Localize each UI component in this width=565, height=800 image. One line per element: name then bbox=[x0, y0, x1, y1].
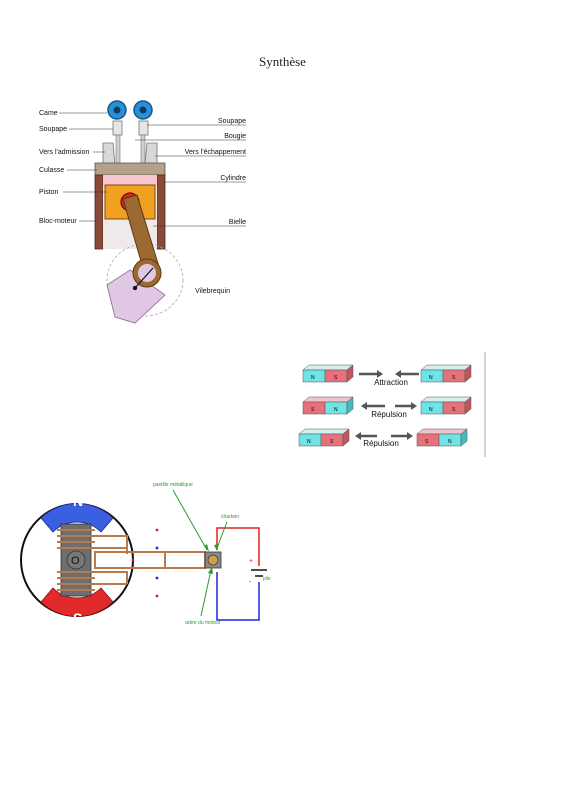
svg-text:S: S bbox=[311, 407, 315, 413]
arrow-left-icon bbox=[395, 370, 419, 378]
svg-text:N: N bbox=[429, 375, 433, 381]
magnet-left: S N bbox=[302, 396, 354, 415]
label-piston: Piston bbox=[39, 189, 59, 196]
label-plus: + bbox=[249, 558, 253, 565]
crankshaft bbox=[106, 269, 166, 324]
label-center: O bbox=[71, 555, 80, 567]
svg-text:N: N bbox=[448, 439, 452, 445]
label-bloc: Bloc-moteur bbox=[39, 218, 77, 225]
svg-text:S: S bbox=[425, 439, 429, 445]
svg-text:N: N bbox=[307, 439, 311, 445]
magnet-row-repulsion-1: S N Répulsion N S bbox=[302, 396, 472, 419]
arrow-left-icon bbox=[361, 402, 385, 410]
arrow-right-icon bbox=[359, 370, 383, 378]
label-attraction: Attraction bbox=[374, 378, 408, 387]
arrow-right-icon bbox=[395, 402, 417, 410]
label-pastille: pastille métallique bbox=[153, 482, 193, 488]
label-north: N bbox=[73, 493, 83, 509]
label-charbon: charbon bbox=[221, 514, 239, 520]
label-cylindre: Cylindre bbox=[220, 175, 246, 182]
svg-text:S: S bbox=[330, 439, 334, 445]
svg-text:S: S bbox=[452, 375, 456, 381]
coil-windings bbox=[57, 529, 95, 591]
svg-text:N: N bbox=[311, 375, 315, 381]
label-soupape-right: Soupape bbox=[218, 118, 246, 125]
label-arbre: arbre du moteur bbox=[185, 620, 221, 626]
label-south: S bbox=[73, 610, 82, 626]
svg-text:S: S bbox=[452, 407, 456, 413]
magnet-right: N S bbox=[420, 364, 472, 383]
label-culasse: Culasse bbox=[39, 167, 64, 174]
motor-diagram: N S O + - pile pastille métall bbox=[20, 482, 271, 626]
svg-text:N: N bbox=[429, 407, 433, 413]
cylinder-head bbox=[94, 162, 166, 176]
label-repulsion-1: Répulsion bbox=[371, 410, 407, 419]
engine-diagram: Came Soupape Vers l'admission Culasse Pi… bbox=[39, 100, 246, 324]
label-bielle: Bielle bbox=[229, 219, 246, 226]
magnet-right: N S bbox=[420, 396, 472, 415]
label-bougie: Bougie bbox=[224, 133, 246, 140]
label-came: Came bbox=[39, 110, 58, 117]
magnet-right: S N bbox=[416, 428, 468, 447]
label-echappement: Vers l'échappement bbox=[185, 149, 246, 156]
label-repulsion-2: Répulsion bbox=[363, 439, 399, 448]
page-title: Synthèse bbox=[259, 54, 306, 69]
magnet-left: N S bbox=[298, 428, 350, 447]
arrow-right-icon bbox=[391, 432, 413, 440]
cam-icon bbox=[107, 100, 153, 120]
label-pile: pile bbox=[263, 576, 271, 582]
magnets-diagram: N S Attraction N S S N bbox=[298, 352, 486, 457]
battery-circuit bbox=[216, 527, 260, 621]
label-soupape-left: Soupape bbox=[39, 126, 67, 133]
svg-text:S: S bbox=[334, 375, 338, 381]
magnet-left: N S bbox=[302, 364, 354, 383]
label-admission: Vers l'admission bbox=[39, 149, 89, 156]
label-vilebrequin: Vilebrequin bbox=[195, 288, 230, 295]
armature-wires bbox=[94, 535, 206, 585]
label-minus: - bbox=[249, 579, 252, 586]
svg-text:N: N bbox=[334, 407, 338, 413]
magnet-row-repulsion-2: N S Répulsion S N bbox=[298, 428, 468, 448]
magnet-row-attraction: N S Attraction N S bbox=[302, 364, 472, 387]
arrow-left-icon bbox=[355, 432, 377, 440]
